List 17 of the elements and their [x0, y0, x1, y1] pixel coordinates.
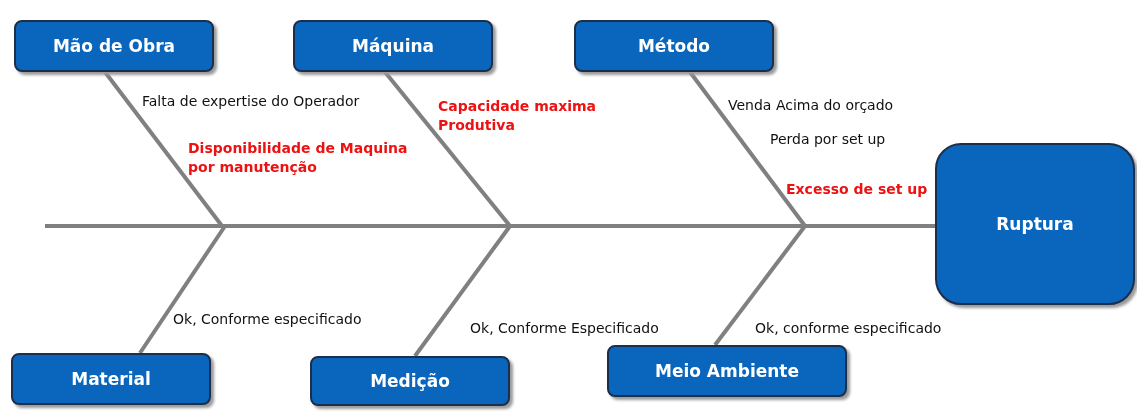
cause-text: Falta de expertise do Operador [142, 92, 360, 111]
cause-text: Disponibilidade de Maquina por manutenção [188, 139, 409, 177]
category-box: Material [11, 353, 211, 405]
category-box: Medição [310, 356, 510, 406]
cause-text: Venda Acima do orçado [728, 96, 894, 115]
category-box: Meio Ambiente [607, 345, 847, 397]
category-box: Método [574, 20, 774, 72]
cause-text: Perda por set up [770, 130, 886, 149]
cause-text: Capacidade maxima Produtiva [438, 97, 598, 135]
category-box: Máquina [293, 20, 493, 72]
cause-text: Ok, conforme especificado [755, 319, 942, 338]
category-box: Mão de Obra [14, 20, 214, 72]
cause-text: Ok, Conforme especificado [173, 310, 362, 329]
effect-box: Ruptura [935, 143, 1135, 305]
spine-line [45, 224, 935, 228]
cause-text: Ok, Conforme Especificado [470, 319, 659, 338]
cause-text: Excesso de set up [786, 180, 928, 199]
